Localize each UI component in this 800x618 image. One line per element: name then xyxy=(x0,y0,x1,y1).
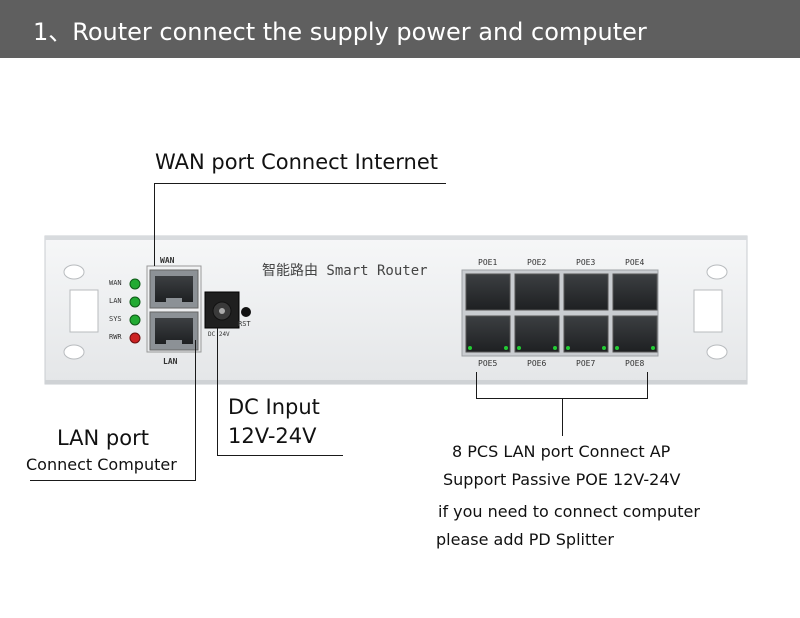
led-label-lan: LAN xyxy=(109,297,122,305)
lan-port xyxy=(149,311,199,351)
wan-callout-line-v xyxy=(154,183,155,266)
dc-jack xyxy=(204,291,240,329)
poe-callout-line4: please add PD Splitter xyxy=(436,530,614,549)
reset-button xyxy=(241,307,251,317)
mount-slot-right xyxy=(693,289,723,333)
mount-hole-right-bottom xyxy=(706,344,728,360)
dc-callout-line-v xyxy=(217,328,218,455)
poe7-label: POE7 xyxy=(576,359,596,368)
poe-bracket-right xyxy=(647,372,648,398)
header-banner: 1、Router connect the supply power and co… xyxy=(0,0,800,58)
wan-port xyxy=(149,269,199,309)
mount-hole-left-bottom xyxy=(63,344,85,360)
poe5-label: POE5 xyxy=(478,359,498,368)
brand-label: 智能路由 Smart Router xyxy=(262,263,428,279)
banner-title: 1、Router connect the supply power and co… xyxy=(33,18,647,46)
poe-callout-line1: 8 PCS LAN port Connect AP xyxy=(452,442,671,461)
wan-callout-text: WAN port Connect Internet xyxy=(155,150,438,174)
lan-callout-line-v xyxy=(195,340,196,480)
mount-slot-left xyxy=(69,289,99,333)
led-label-sys: SYS xyxy=(109,315,122,323)
poe-callout-line3: if you need to connect computer xyxy=(438,502,700,521)
led-label-rwr: RWR xyxy=(109,333,122,341)
lan-callout-subtitle: Connect Computer xyxy=(26,455,177,474)
poe-bracket-left xyxy=(476,372,477,398)
mount-hole-right-top xyxy=(706,264,728,280)
poe-ports xyxy=(465,273,658,353)
dc-callout-line-h xyxy=(217,455,343,456)
status-leds xyxy=(129,278,141,344)
dc-callout-voltage: 12V-24V xyxy=(228,424,317,448)
poe1-label: POE1 xyxy=(478,258,498,267)
wan-callout-line-h xyxy=(154,183,446,184)
poe4-label: POE4 xyxy=(625,258,645,267)
mount-hole-left-top xyxy=(63,264,85,280)
poe6-label: POE6 xyxy=(527,359,547,368)
poe3-label: POE3 xyxy=(576,258,596,267)
rst-label: RST xyxy=(238,320,251,328)
dc-label: DC 24V xyxy=(208,331,230,338)
led-label-wan: WAN xyxy=(109,279,122,287)
poe-callout-line2: Support Passive POE 12V-24V xyxy=(443,470,681,489)
poe2-label: POE2 xyxy=(527,258,547,267)
poe8-label: POE8 xyxy=(625,359,645,368)
lan-label: LAN xyxy=(163,357,178,366)
dc-callout-title: DC Input xyxy=(228,395,320,419)
wan-label: WAN xyxy=(160,256,175,265)
poe-bracket-stem xyxy=(562,398,563,436)
lan-callout-title: LAN port xyxy=(57,426,149,450)
lan-callout-line-h xyxy=(30,480,196,481)
